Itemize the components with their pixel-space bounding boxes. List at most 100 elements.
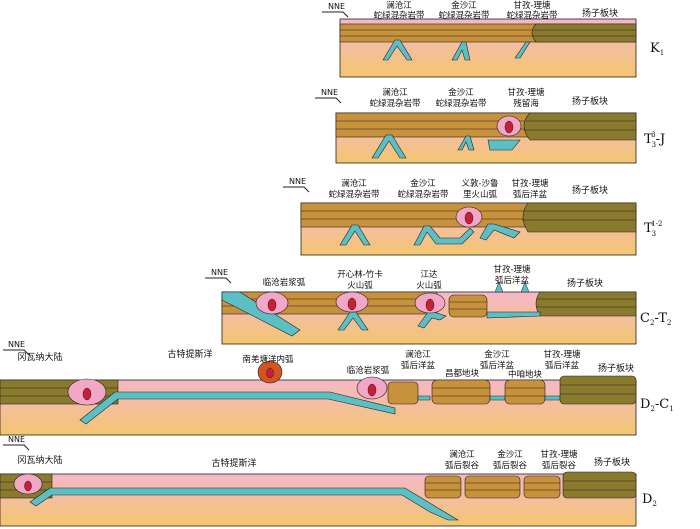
svg-text:临沧岩浆弧: 临沧岩浆弧 bbox=[263, 277, 306, 288]
svg-text:金沙江: 金沙江 bbox=[497, 449, 523, 460]
label-yangtze: 扬子板块 bbox=[598, 362, 634, 374]
svg-text:火山弧: 火山弧 bbox=[416, 280, 442, 291]
backarc-ocean bbox=[486, 311, 541, 319]
svg-text:金沙江: 金沙江 bbox=[448, 87, 474, 98]
svg-text:蛇绿混杂岩带: 蛇绿混杂岩带 bbox=[328, 189, 380, 200]
svg-text:澜沧江: 澜沧江 bbox=[449, 449, 475, 460]
svg-text:蛇绿混杂岩带: 蛇绿混杂岩带 bbox=[397, 189, 449, 200]
svg-text:NNE: NNE bbox=[289, 177, 306, 186]
zhongza-block bbox=[504, 379, 546, 405]
suture-lancang bbox=[339, 224, 371, 246]
volcano-icon bbox=[520, 281, 530, 293]
svg-text:扬子板块: 扬子板块 bbox=[572, 95, 608, 107]
label-yangtze: 扬子板块 bbox=[572, 95, 608, 107]
changdu-block bbox=[431, 379, 491, 405]
nne-arrow: NNE bbox=[322, 2, 349, 18]
svg-text:残留海: 残留海 bbox=[513, 98, 539, 109]
stage-label: T33-J bbox=[644, 131, 665, 149]
svg-text:火山弧: 火山弧 bbox=[347, 280, 373, 291]
suture-lancang bbox=[371, 134, 407, 159]
svg-text:江达: 江达 bbox=[420, 269, 438, 280]
svg-text:蛇绿混杂岩带: 蛇绿混杂岩带 bbox=[506, 10, 558, 21]
label-paleotethys: 古特提斯洋 bbox=[211, 457, 256, 469]
label-zhongza: 中咱地块 bbox=[508, 369, 543, 380]
svg-text:金沙江: 金沙江 bbox=[484, 349, 510, 360]
label-changdu: 昌都地块 bbox=[445, 368, 480, 379]
label-gondwana: 冈瓦纳大陆 bbox=[17, 454, 62, 466]
label-lincang: 临沧岩浆弧 bbox=[347, 365, 390, 376]
yangtze-block bbox=[562, 471, 637, 499]
svg-text:扬子板块: 扬子板块 bbox=[582, 7, 618, 19]
svg-text:弧后洋盆: 弧后洋盆 bbox=[495, 275, 530, 286]
svg-text:甘孜-理塘: 甘孜-理塘 bbox=[507, 87, 545, 98]
suture-jinsha bbox=[413, 225, 475, 246]
svg-text:甘孜-理塘: 甘孜-理塘 bbox=[493, 264, 531, 275]
svg-text:弧后洋盆: 弧后洋盆 bbox=[545, 360, 580, 371]
svg-text:澜沧江: 澜沧江 bbox=[405, 349, 431, 360]
oceanic-slab bbox=[221, 291, 301, 337]
svg-text:澜沧江: 澜沧江 bbox=[341, 178, 367, 189]
backarc-ocean bbox=[417, 395, 431, 401]
svg-text:甘孜-理塘: 甘孜-理塘 bbox=[513, 0, 551, 11]
svg-text:扬子板块: 扬子板块 bbox=[572, 184, 608, 196]
suture-ganzi bbox=[514, 41, 531, 59]
svg-text:NNE: NNE bbox=[8, 435, 25, 444]
suture-jinsha bbox=[457, 135, 475, 151]
svg-text:弧后洋盆: 弧后洋盆 bbox=[513, 189, 548, 200]
svg-text:弧后裂谷: 弧后裂谷 bbox=[445, 460, 480, 471]
svg-text:弧后洋盆: 弧后洋盆 bbox=[480, 360, 515, 371]
strata-layer bbox=[387, 381, 419, 405]
nne-arrow: NNE bbox=[205, 268, 232, 284]
svg-text:澜沧江: 澜沧江 bbox=[382, 87, 408, 98]
svg-text:昌都地块: 昌都地块 bbox=[445, 368, 480, 379]
svg-text:弧后洋盆: 弧后洋盆 bbox=[401, 360, 436, 371]
label-yangtze: 扬子板块 bbox=[567, 277, 603, 289]
volcano-icon bbox=[494, 281, 504, 293]
label-yangtze: 扬子板块 bbox=[594, 456, 630, 468]
svg-text:扬子板块: 扬子板块 bbox=[594, 456, 630, 468]
svg-text:古特提斯洋: 古特提斯洋 bbox=[167, 348, 212, 360]
nne-arrow: NNE bbox=[3, 435, 30, 451]
svg-text:蛇绿混杂岩带: 蛇绿混杂岩带 bbox=[369, 98, 421, 109]
svg-text:蛇绿混杂岩带: 蛇绿混杂岩带 bbox=[435, 98, 487, 109]
svg-text:甘孜-理塘: 甘孜-理塘 bbox=[511, 178, 549, 189]
label-yangtze: 扬子板块 bbox=[572, 184, 608, 196]
svg-text:弧后裂谷: 弧后裂谷 bbox=[542, 460, 577, 471]
stage-label: D2 bbox=[642, 492, 657, 508]
slab-ganzi bbox=[479, 223, 521, 241]
nne-arrow: NNE bbox=[283, 177, 310, 193]
yangtze-block bbox=[523, 112, 637, 141]
yangtze-block bbox=[522, 202, 637, 233]
svg-text:NNE: NNE bbox=[8, 340, 25, 349]
svg-text:蛇绿混杂岩带: 蛇绿混杂岩带 bbox=[373, 10, 425, 21]
microcontinent bbox=[448, 294, 488, 318]
svg-text:NNE: NNE bbox=[211, 268, 228, 277]
label-paleotethys: 古特提斯洋 bbox=[167, 348, 212, 360]
svg-text:NNE: NNE bbox=[321, 88, 338, 97]
stage-label: K1 bbox=[650, 41, 664, 57]
svg-text:南羌塘洋内弧: 南羌塘洋内弧 bbox=[242, 354, 294, 365]
svg-text:古特提斯洋: 古特提斯洋 bbox=[211, 457, 256, 469]
label-gondwana: 冈瓦纳大陆 bbox=[17, 351, 62, 363]
svg-text:蛇绿混杂岩带: 蛇绿混杂岩带 bbox=[438, 10, 490, 21]
svg-text:金沙江: 金沙江 bbox=[451, 0, 477, 11]
oceanic-slab bbox=[29, 487, 460, 521]
svg-text:临沧岩浆弧: 临沧岩浆弧 bbox=[347, 365, 390, 376]
svg-text:冈瓦纳大陆: 冈瓦纳大陆 bbox=[17, 351, 62, 363]
backarc-ocean bbox=[489, 395, 506, 401]
